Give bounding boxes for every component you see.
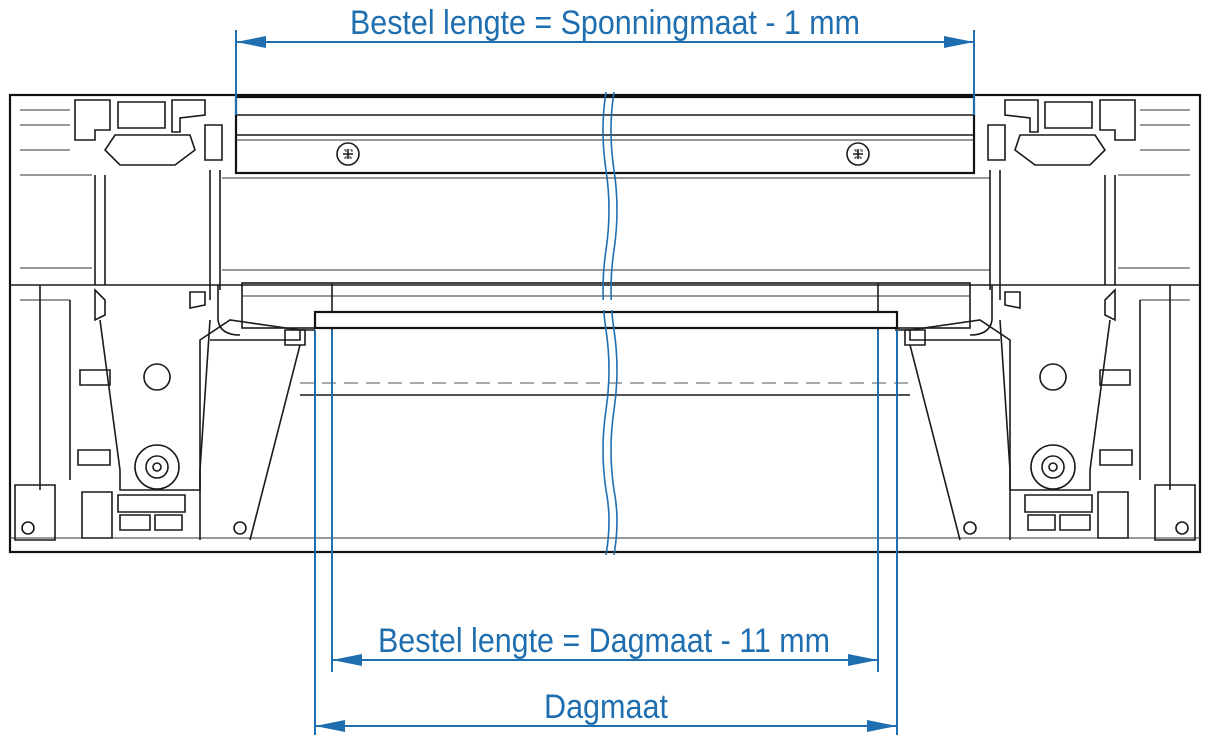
screw-icon [336, 142, 360, 166]
top-dimension-label: Bestel lengte = Sponningmaat - 1 mm [350, 4, 860, 42]
middle-dimension: Bestel lengte = Dagmaat - 11 mm [331, 330, 879, 672]
top-dimension: Bestel lengte = Sponningmaat - 1 mm [235, 4, 975, 115]
screw-icon [846, 142, 870, 166]
top-rail [222, 95, 990, 271]
left-frame-profile [14, 99, 315, 541]
right-frame-profile [895, 99, 1196, 541]
bottom-dimension-label: Dagmaat [544, 688, 668, 726]
glazing-bead-section [241, 282, 971, 396]
middle-dimension-label: Bestel lengte = Dagmaat - 11 mm [378, 622, 830, 660]
bottom-dimension: Dagmaat [314, 330, 898, 735]
break-line [602, 91, 618, 556]
